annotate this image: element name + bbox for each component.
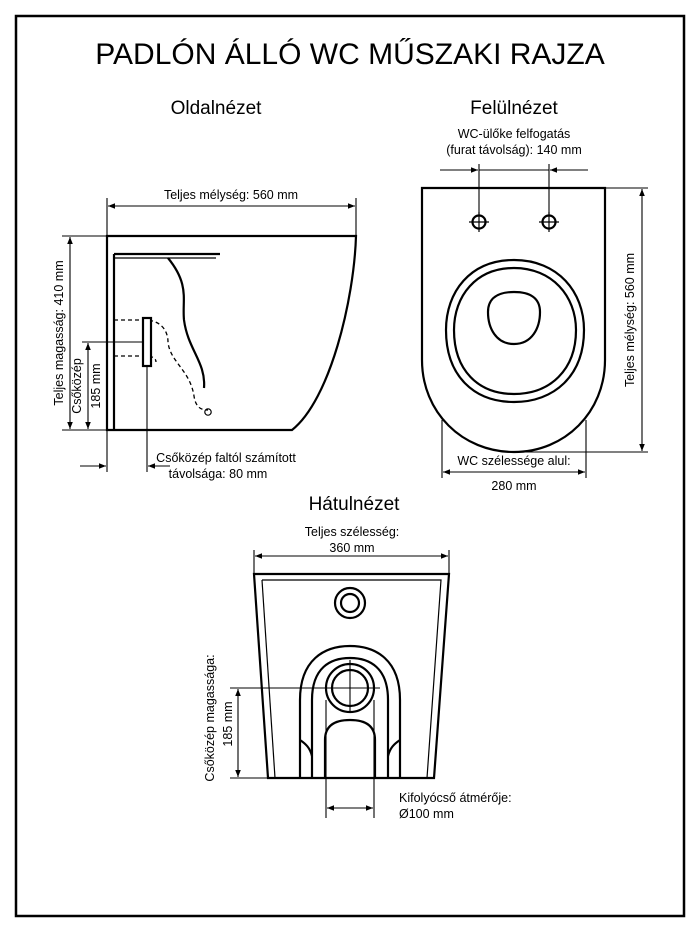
sheet-border — [14, 14, 686, 918]
side-height-label: Teljes magasság: 410 mm — [52, 260, 66, 405]
top-seat-mount-label-2: (furat távolság): 140 mm — [446, 143, 581, 157]
side-pipe-center-label-2: 185 mm — [89, 363, 103, 408]
back-width-label-2: 360 mm — [329, 541, 374, 555]
back-pipe-height-label-2: 185 mm — [221, 701, 235, 746]
side-view-heading: Oldalnézet — [171, 98, 263, 119]
side-pipe-center-label-1: Csőközép — [70, 358, 84, 414]
back-view-flush-inlet — [333, 586, 367, 620]
side-view-bowl-curve — [167, 257, 206, 389]
back-pipe-height-label-1: Csőközép magassága: — [203, 654, 217, 781]
back-width-label-1: Teljes szélesség: — [305, 525, 400, 539]
side-view-body-outline — [105, 234, 358, 432]
top-view-heading: Felülnézet — [470, 98, 558, 119]
side-view-pipe-stub — [141, 316, 153, 368]
back-view-heading: Hátulnézet — [309, 494, 401, 515]
back-outlet-label-1: Kifolyócső átmérője: — [399, 791, 512, 805]
top-seat-mount-label-1: WC-ülőke felfogatás — [458, 127, 571, 141]
side-view: Teljes mélység: 560 mm Teljes magasság: … — [52, 188, 358, 481]
back-view: Teljes szélesség: 360 mm Csőközép magass… — [203, 525, 512, 821]
side-wall-distance-label-1: Csőközép faltól számított — [156, 451, 296, 465]
top-view-rim-inner — [452, 266, 578, 396]
back-view-trap-inner — [310, 656, 390, 778]
side-view-drain-hole — [204, 408, 212, 416]
top-view-outline — [420, 186, 607, 454]
side-depth-label: Teljes mélység: 560 mm — [164, 188, 298, 202]
top-view-rim-outer — [444, 258, 586, 404]
drawing-title: PADLÓN ÁLLÓ WC MŰSZAKI RAJZA — [95, 38, 605, 71]
top-bottom-width-label-2: 280 mm — [491, 479, 536, 493]
top-bottom-width-label-1: WC szélessége alul: — [457, 454, 570, 468]
back-view-trap-outer — [298, 644, 402, 778]
top-view-bowl-opening — [486, 290, 542, 346]
side-view-trap-hidden — [114, 319, 209, 411]
back-outlet-label-2: Ø100 mm — [399, 807, 454, 821]
top-depth-label: Teljes mélység: 560 mm — [623, 253, 637, 387]
side-wall-distance-label-2: távolsága: 80 mm — [169, 467, 268, 481]
back-view-outline — [252, 572, 451, 780]
top-view: WC-ülőke felfogatás (furat távolság): 14… — [420, 127, 648, 493]
